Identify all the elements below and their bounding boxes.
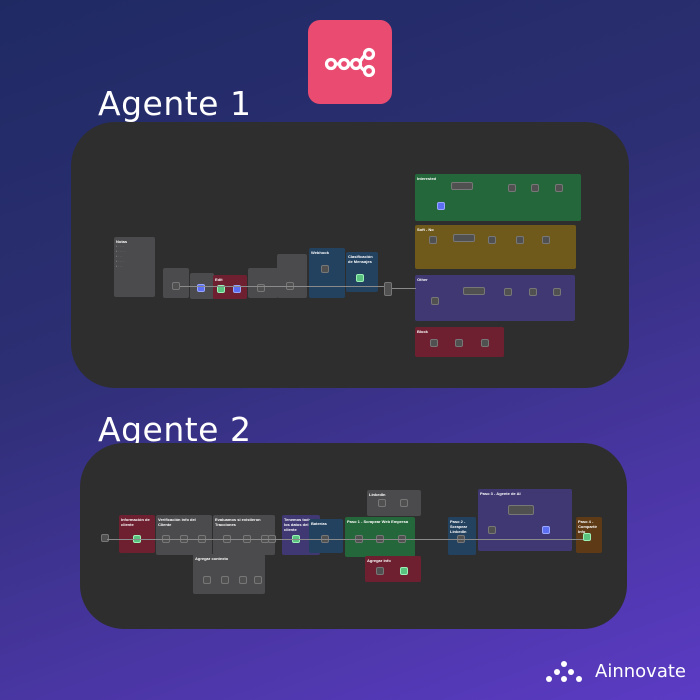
agent1-workflow-canvas[interactable]: Notas • · · · ·• · · · · ·• · · ·• · · ·… bbox=[71, 122, 629, 388]
interested-label: Interested bbox=[417, 176, 437, 181]
agent1-heading: Agente 1 bbox=[98, 84, 252, 123]
paso3-agent-node[interactable] bbox=[508, 505, 534, 515]
linkedin-group[interactable]: LinkedIn bbox=[367, 490, 421, 516]
paso2-label: Paso 2 - Scrapear LinkedIn bbox=[450, 519, 468, 534]
tenemos-label: Tenemos todos los datos del cliente bbox=[284, 517, 314, 532]
verify-label: Verificación info del Cliente bbox=[158, 517, 196, 527]
switch-group[interactable] bbox=[248, 268, 278, 298]
agent2-main-connection bbox=[107, 539, 583, 540]
edit-label: Edit bbox=[215, 277, 223, 282]
router-connection bbox=[392, 288, 416, 289]
paso3-label: Paso 3 - Agente de AI bbox=[480, 491, 521, 496]
add-context-group[interactable]: Agregar contexto bbox=[193, 554, 265, 594]
interested-branch[interactable]: Interested bbox=[415, 174, 581, 221]
other-branch[interactable]: Other bbox=[415, 275, 575, 321]
ainnovate-logo-icon bbox=[546, 661, 583, 682]
client-info-group[interactable]: Información de cliente bbox=[119, 515, 155, 553]
context-node-d[interactable] bbox=[254, 576, 262, 584]
block-node-c[interactable] bbox=[481, 339, 489, 347]
edit-node-b[interactable] bbox=[233, 285, 241, 293]
soft-no-node-c[interactable] bbox=[488, 236, 496, 244]
block-node-a[interactable] bbox=[430, 339, 438, 347]
set-node[interactable] bbox=[197, 284, 205, 292]
other-agent-node[interactable] bbox=[463, 287, 485, 295]
other-label: Other bbox=[417, 277, 428, 282]
add-scrape-node-b[interactable] bbox=[400, 567, 408, 575]
other-node-e[interactable] bbox=[553, 288, 561, 296]
classifier-label: Clasificación de Mensajes bbox=[348, 254, 373, 264]
interested-node-d[interactable] bbox=[531, 184, 539, 192]
client-info-label: Información de cliente bbox=[121, 517, 150, 527]
context-node-a[interactable] bbox=[203, 576, 211, 584]
other-node-a[interactable] bbox=[431, 297, 439, 305]
paso3-node-c[interactable] bbox=[542, 526, 550, 534]
paso4-label: Paso 4 - Compartir Info bbox=[578, 519, 598, 534]
soft-no-label: Soft - No bbox=[417, 227, 434, 232]
paso3-group[interactable]: Paso 3 - Agente de AI bbox=[478, 489, 572, 551]
interested-node-c[interactable] bbox=[508, 184, 516, 192]
notes-body: • · · · ·• · · · · ·• · · ·• · · · ·• · … bbox=[116, 244, 127, 268]
paso3-node-a[interactable] bbox=[488, 526, 496, 534]
workflow-logo-tile bbox=[308, 20, 392, 104]
add-scrape-node-a[interactable] bbox=[376, 567, 384, 575]
block-label: Block bbox=[417, 329, 428, 334]
soft-no-branch[interactable]: Soft - No bbox=[415, 225, 576, 269]
soft-no-node-e[interactable] bbox=[542, 236, 550, 244]
webhook-node[interactable] bbox=[321, 265, 329, 273]
context-node-b[interactable] bbox=[221, 576, 229, 584]
linkedin-node-b[interactable] bbox=[400, 499, 408, 507]
eval-label: Evaluamos si existieron Tracciones bbox=[215, 517, 261, 527]
paso4-node[interactable] bbox=[583, 533, 591, 541]
main-connection bbox=[180, 286, 384, 287]
notes-title: Notas bbox=[116, 239, 128, 244]
switch-node[interactable] bbox=[257, 284, 265, 292]
webhook-label: Webhook bbox=[311, 250, 329, 255]
webhook-group[interactable]: Webhook bbox=[309, 248, 345, 298]
baterias-label: Baterías bbox=[311, 521, 327, 526]
paso2-group[interactable]: Paso 2 - Scrapear LinkedIn bbox=[448, 517, 476, 555]
classifier-node[interactable] bbox=[356, 274, 364, 282]
soft-no-agent-node[interactable] bbox=[453, 234, 475, 242]
trigger-node[interactable] bbox=[172, 282, 180, 290]
workflow-icon bbox=[324, 47, 376, 77]
paso1-label: Paso 1 - Scrapear Web Empresa bbox=[347, 519, 409, 524]
interested-agent-node[interactable] bbox=[451, 182, 473, 190]
linkedin-node-a[interactable] bbox=[378, 499, 386, 507]
block-node-b[interactable] bbox=[455, 339, 463, 347]
interested-node-e[interactable] bbox=[555, 184, 563, 192]
brand: Ainnovate bbox=[543, 658, 686, 684]
agent2-workflow-canvas[interactable]: Información de cliente Verificación info… bbox=[80, 443, 627, 629]
edit-node-a[interactable] bbox=[217, 285, 225, 293]
other-node-c[interactable] bbox=[504, 288, 512, 296]
start-node[interactable] bbox=[101, 534, 109, 542]
soft-no-node-a[interactable] bbox=[429, 236, 437, 244]
classifier-group[interactable]: Clasificación de Mensajes bbox=[346, 252, 378, 292]
interested-ai-node[interactable] bbox=[437, 202, 445, 210]
linkedin-label: LinkedIn bbox=[369, 492, 386, 497]
context-node-c[interactable] bbox=[239, 576, 247, 584]
add-context-label: Agregar contexto bbox=[195, 556, 229, 561]
agent2-heading: Agente 2 bbox=[98, 410, 252, 449]
soft-no-node-d[interactable] bbox=[516, 236, 524, 244]
notes-sticky[interactable]: Notas • · · · ·• · · · · ·• · · ·• · · ·… bbox=[114, 237, 155, 297]
filter-group[interactable] bbox=[277, 254, 307, 298]
router-node[interactable] bbox=[384, 282, 392, 296]
other-node-d[interactable] bbox=[529, 288, 537, 296]
brand-name: Ainnovate bbox=[595, 660, 686, 682]
add-scrape-label: Agregar info bbox=[367, 558, 391, 563]
add-scrape-group[interactable]: Agregar info bbox=[365, 556, 421, 582]
